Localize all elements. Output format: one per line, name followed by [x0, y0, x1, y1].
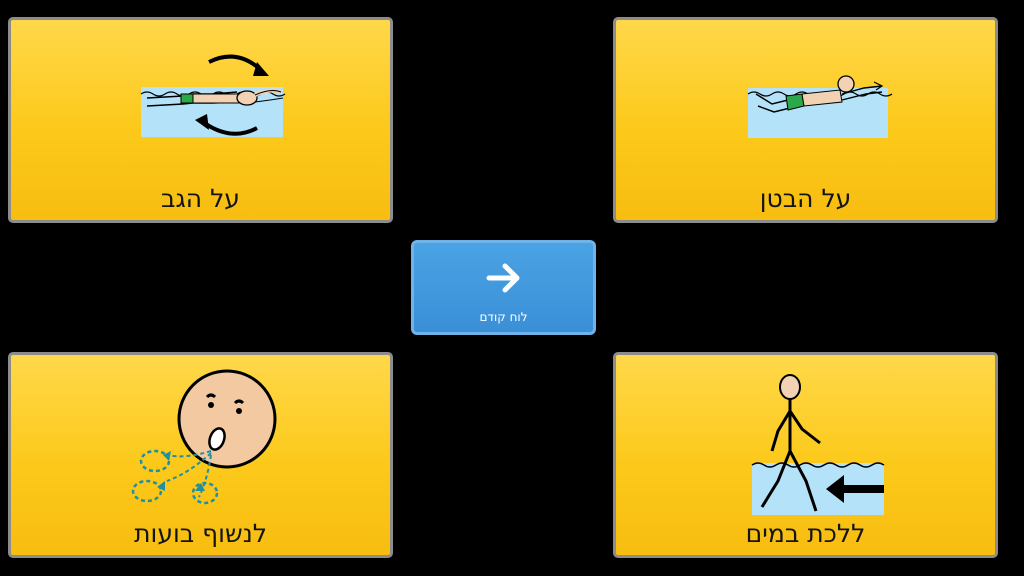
tile-on-the-belly[interactable]: על הבטן [613, 17, 998, 223]
previous-board-label: לוח קודם [479, 310, 528, 324]
previous-board-button[interactable]: לוח קודם [411, 240, 596, 335]
arrow-right-icon [486, 263, 520, 293]
backstroke-swimmer-icon [140, 54, 286, 137]
tile-on-the-back[interactable]: על הגב [8, 17, 393, 223]
tile-blowing-bubbles[interactable]: לנשוף בועות [8, 352, 393, 558]
walking-in-water-icon [751, 374, 885, 515]
tile-label: על הבטן [759, 184, 852, 213]
tile-walking-in-water[interactable]: ללכת במים [613, 352, 998, 558]
tile-label: לנשוף בועות [134, 519, 267, 548]
blowing-bubbles-face-icon [131, 369, 277, 505]
tile-label: על הגב [161, 184, 240, 213]
tile-label: ללכת במים [745, 519, 866, 548]
front-crawl-swimmer-icon [747, 75, 893, 138]
